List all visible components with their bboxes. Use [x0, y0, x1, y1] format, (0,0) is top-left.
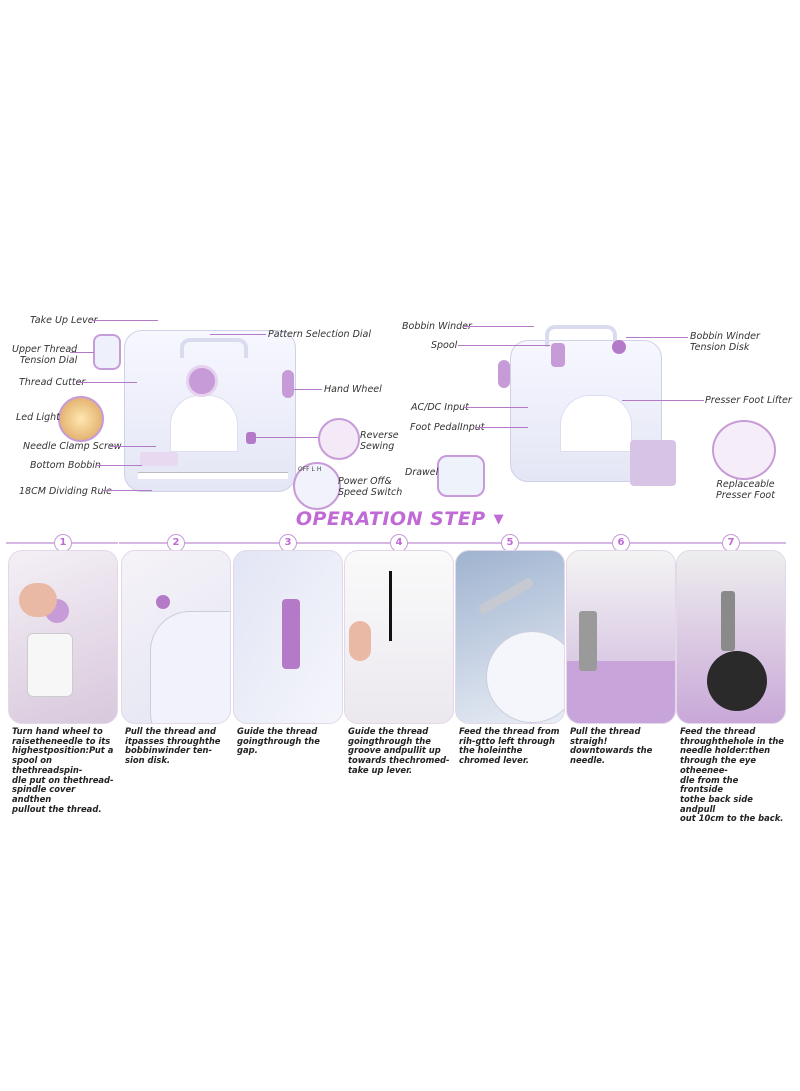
right-hand-wheel [498, 360, 510, 388]
pattern-dial [186, 365, 218, 397]
step-5-caption: Feed the thread from rih-gtto left throu… [459, 726, 560, 766]
step-7-photo [676, 550, 786, 724]
label-ac-dc-input: AC/DC Input [411, 402, 469, 413]
power-switch-inset [293, 462, 341, 510]
step-1-caption: Turn hand wheel to raisetheneedle to its… [12, 726, 114, 814]
leader-foot-pedal [476, 427, 528, 428]
led-light-inset [58, 396, 104, 442]
label-needle-clamp-screw: Needle Clamp Screw [23, 441, 122, 452]
label-reverse-sewing: Reverse Sewing [360, 430, 399, 452]
right-machine-handle [545, 325, 617, 347]
label-presser-foot-lifter: Presser Foot Lifter [705, 395, 792, 406]
step-6-photo [566, 550, 676, 724]
step-7-caption: Feed the thread throughthehole in the ne… [680, 726, 784, 824]
leader-winder-tension [626, 337, 688, 338]
label-bottom-bobbin: Bottom Bobbin [30, 460, 101, 471]
step-1-photo [8, 550, 118, 724]
step-6-caption: Pull the thread straigh! downtowards the… [570, 726, 653, 766]
label-power-speed-switch: Power Off& Speed Switch [338, 476, 403, 498]
leader-dividing-rule [102, 490, 152, 491]
drawel-inset [437, 455, 485, 497]
step-4-photo [344, 550, 454, 724]
label-bobbin-winder: Bobbin Winder [402, 321, 472, 332]
reverse-sewing-inset [318, 418, 360, 460]
label-dividing-rule: 18CM Dividing Rule [19, 486, 113, 497]
upper-tension-inset [93, 334, 121, 370]
label-hand-wheel: Hand Wheel [324, 384, 382, 395]
triangle-down-icon: ▼ [493, 512, 505, 527]
leader-tension-dial [70, 352, 94, 353]
step-number: 2 [167, 534, 185, 552]
leader-pattern-dial [210, 334, 266, 335]
leader-ac-dc [464, 407, 528, 408]
label-replaceable-presser-foot: Replaceable Presser Foot [716, 479, 775, 501]
label-upper-thread-tension-dial: Upper Thread Tension Dial [12, 344, 78, 366]
leader-thread-cutter [77, 382, 137, 383]
leader-reverse [256, 437, 318, 438]
hand-wheel [282, 370, 294, 398]
label-thread-cutter: Thread Cutter [19, 377, 86, 388]
operation-step-title: OPERATION STEP ▼ [0, 508, 800, 530]
label-spool: Spool [431, 340, 458, 351]
reverse-lever [246, 432, 256, 444]
leader-bottom-bobbin [96, 465, 142, 466]
step-3-caption: Guide the thread goingthrough the gap. [237, 726, 320, 756]
label-bobbin-winder-tension-disk: Bobbin Winder Tension Disk [690, 331, 760, 353]
leader-bobbin-winder [464, 326, 534, 327]
left-machine-handle [180, 338, 248, 358]
winder-tension-disk [612, 340, 626, 354]
bobbin-plate [140, 452, 178, 466]
spool-pin [551, 343, 565, 367]
presser-foot-inset [712, 420, 776, 480]
leader-take-up-lever [92, 320, 158, 321]
step-5-photo [455, 550, 565, 724]
speed-switch-marks: OFF L H [298, 466, 322, 473]
leader-spool [458, 345, 550, 346]
leader-hand-wheel [294, 389, 322, 390]
label-foot-pedal-input: Foot PedalInput [410, 422, 485, 433]
step-2-caption: Pull the thread and itpasses throughthe … [125, 726, 221, 766]
label-pattern-selection-dial: Pattern Selection Dial [268, 329, 372, 340]
operation-step-title-text: OPERATION STEP [295, 508, 486, 530]
step-4-caption: Guide the thread goingthrough the groove… [348, 726, 450, 775]
right-arm-opening [560, 395, 632, 452]
ruler-strip [138, 472, 288, 479]
step-2-photo [121, 550, 231, 724]
left-machine-arm-opening [170, 395, 238, 452]
leader-needle-clamp [110, 446, 156, 447]
label-take-up-lever: Take Up Lever [30, 315, 98, 326]
label-led-light: Led Light [16, 412, 60, 423]
right-base [630, 440, 676, 486]
label-drawel: Drawel [405, 467, 439, 478]
leader-presser-lifter [622, 400, 704, 401]
step-3-photo [233, 550, 343, 724]
step-number: 4 [390, 534, 408, 552]
